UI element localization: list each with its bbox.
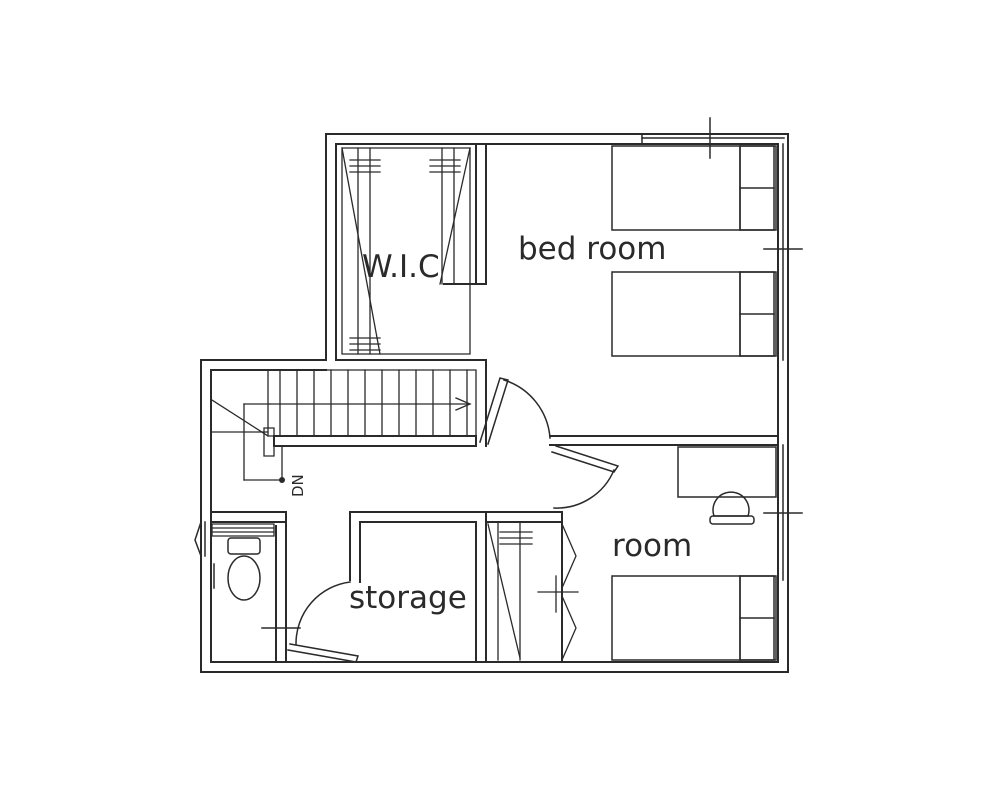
room-closet (488, 522, 578, 660)
toilet-counter (212, 524, 274, 536)
desk-chair (710, 492, 754, 524)
storage-label: storage (349, 580, 467, 616)
outer-walls (201, 134, 788, 672)
staircase (212, 370, 476, 480)
bed-lower (612, 272, 776, 356)
window-top (642, 118, 784, 158)
bedroom-label: bed room (518, 231, 666, 267)
storage-walls (350, 512, 486, 662)
bedroom-door (480, 378, 550, 444)
room-desk (678, 447, 776, 497)
toilet-walls (211, 512, 286, 662)
room-door (552, 446, 618, 508)
wic-label: W.I.C (362, 249, 440, 285)
window-right-room (764, 445, 802, 580)
stair-landing-dot (279, 477, 285, 483)
wic-walls (336, 144, 486, 360)
bedroom-walls (486, 360, 778, 446)
toilet-icon (228, 538, 260, 600)
room-bed (612, 576, 776, 660)
window-right-bedroom (764, 144, 802, 360)
window-left-toilet (195, 522, 214, 588)
stair-down-label: DN (289, 474, 307, 497)
bed-upper (612, 146, 776, 230)
storage-door (288, 582, 358, 662)
room-label: room (612, 528, 692, 564)
wic-shelving (342, 148, 470, 354)
